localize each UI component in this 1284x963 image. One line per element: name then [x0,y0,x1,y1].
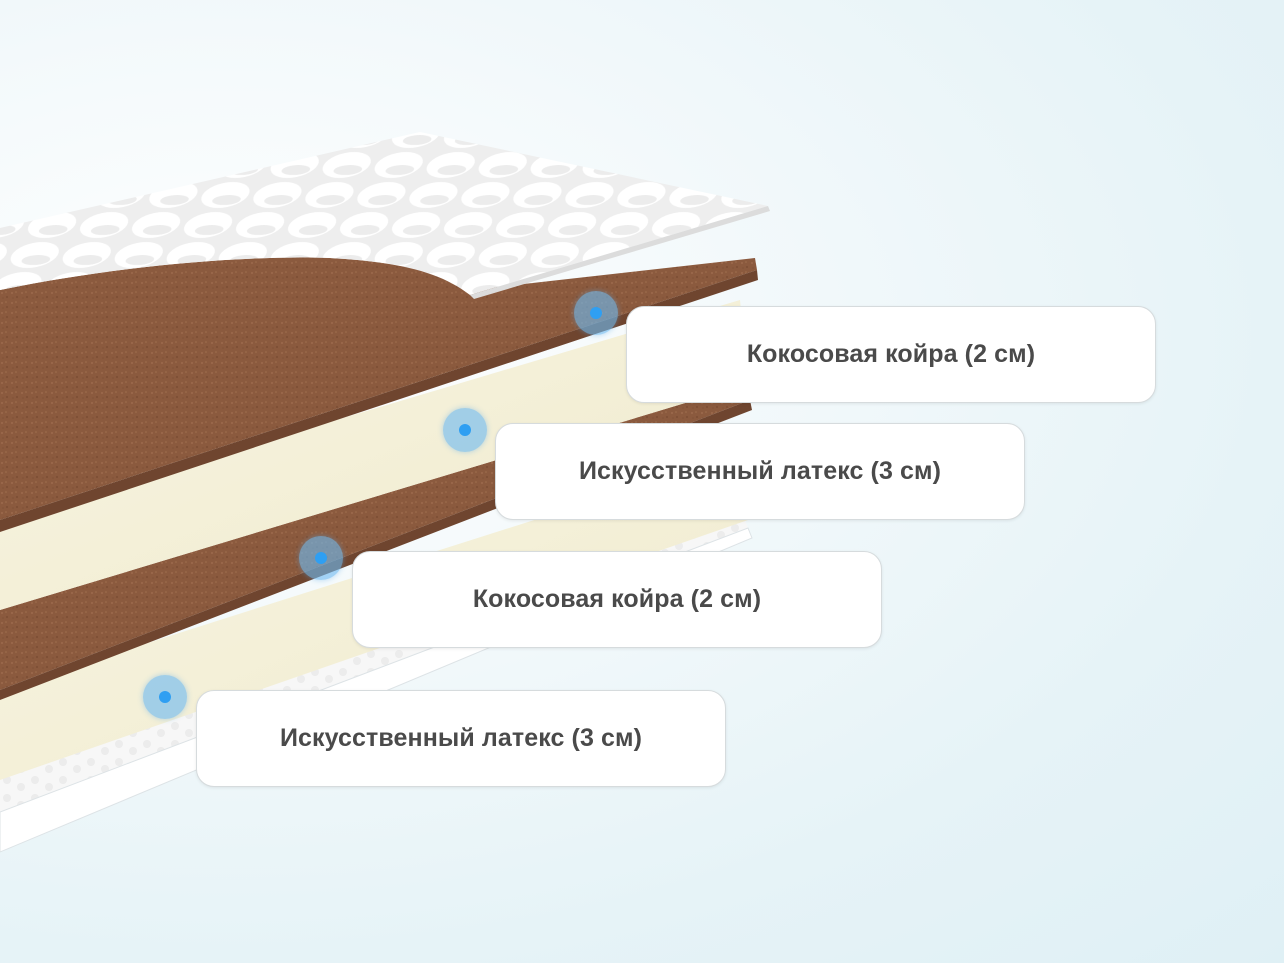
callout-coir-lower: Кокосовая койра (2 см) [352,551,882,648]
layer-marker-4[interactable] [143,675,187,719]
layer-marker-1[interactable] [574,291,618,335]
layer-marker-3[interactable] [299,536,343,580]
callout-latex-bottom: Искусственный латекс (3 см) [196,690,726,787]
callout-latex-middle: Искусственный латекс (3 см) [495,423,1025,520]
layer-marker-2[interactable] [443,408,487,452]
callout-coir-top: Кокосовая койра (2 см) [626,306,1156,403]
